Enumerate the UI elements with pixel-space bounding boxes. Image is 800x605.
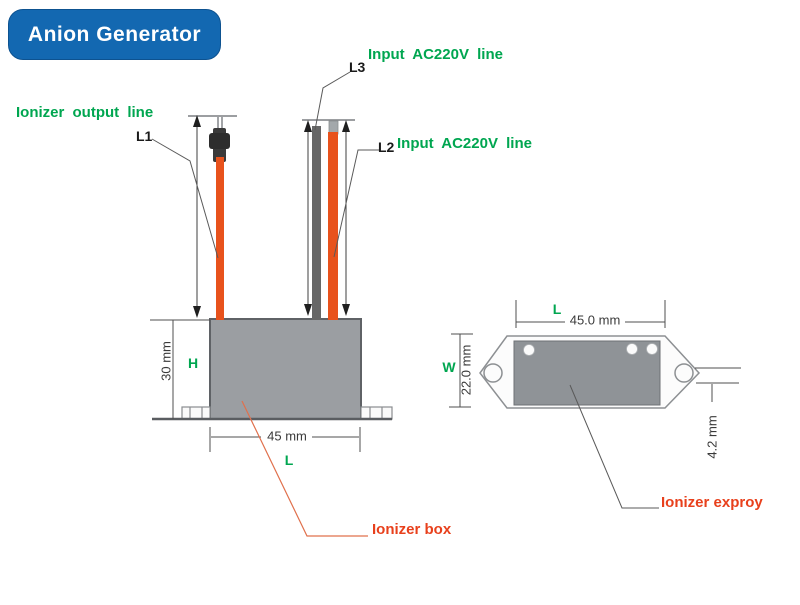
top-width-value: 22.0 mm [458, 344, 474, 396]
ionizer-box-body [209, 318, 362, 420]
l1-leader-line [151, 138, 219, 259]
surface-hole-left [523, 344, 535, 356]
front-view [150, 71, 393, 537]
input-wire-orange [328, 132, 338, 320]
height-dimension-symbol: H [188, 355, 199, 371]
left-mounting-flange [181, 406, 211, 420]
top-width-dimension [449, 333, 473, 408]
height-dimension-value: 30 mm [158, 341, 174, 381]
top-width-symbol: W [442, 359, 456, 375]
hole-diameter-value: 4.2 mm [704, 415, 720, 459]
right-mounting-flange [360, 406, 393, 420]
orange-wire-dimension-line [342, 120, 350, 316]
surface-hole-right-1 [626, 343, 638, 355]
height-dimension [150, 319, 210, 419]
output-wire-connector [209, 128, 230, 162]
right-mounting-hole [674, 363, 694, 383]
label-l2-input-ac220v: Input AC220V line [397, 135, 532, 152]
length-dimension-symbol: L [284, 452, 294, 468]
l3-leader-line [314, 71, 351, 131]
ionizer-exproy-leader-line [569, 384, 659, 509]
label-l1: L1 [136, 128, 153, 144]
l1-dimension-line [193, 115, 201, 318]
ionizer-epoxy-surface [513, 340, 661, 406]
label-ionizer-box: Ionizer box [372, 521, 452, 538]
input-wire-gray [312, 126, 321, 320]
l2-leader-line [333, 149, 379, 258]
length-dimension [209, 427, 361, 452]
top-length-dimension [515, 300, 666, 328]
top-length-value: 45.0 mm [569, 312, 621, 328]
label-l3-input-ac220v: Input AC220V line [368, 46, 503, 63]
left-mounting-hole [483, 363, 503, 383]
top-length-symbol: L [552, 301, 562, 317]
label-l2: L2 [378, 139, 395, 155]
label-ionizer-output-line: Ionizer output line [16, 104, 154, 121]
label-ionizer-exproy: Ionizer exproy [661, 494, 763, 511]
hole-diameter-dimension [695, 367, 741, 402]
surface-hole-right-2 [646, 343, 658, 355]
ionizer-box-leader-line [241, 400, 368, 537]
label-l3: L3 [349, 59, 366, 75]
product-badge: Anion Generator [8, 9, 221, 60]
output-wire-orange [216, 157, 224, 320]
length-dimension-value: 45 mm [267, 428, 307, 444]
gray-wire-dimension-line [304, 120, 312, 316]
top-view [449, 300, 741, 509]
